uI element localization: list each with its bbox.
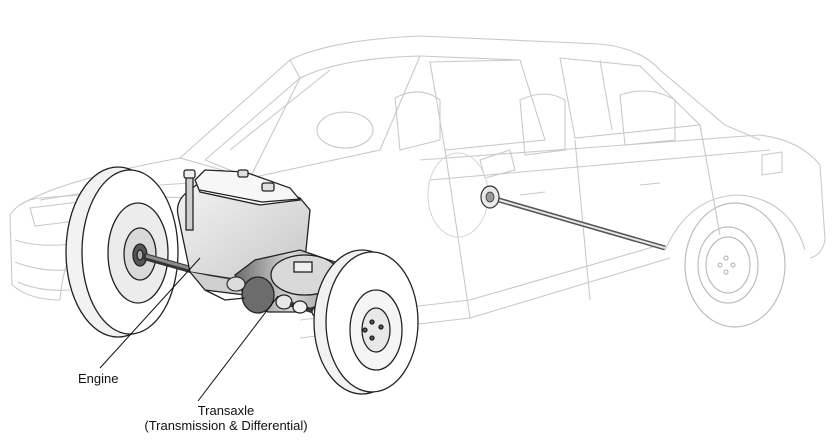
cv-joint-left xyxy=(226,276,246,292)
transaxle-label-title: Transaxle xyxy=(197,403,255,418)
front-left-wheel xyxy=(65,166,179,338)
transaxle-leader-line xyxy=(197,295,279,402)
leader-lines xyxy=(99,257,279,402)
front-right-wheel xyxy=(313,249,419,395)
transaxle-label-subtitle: (Transmission & Differential) xyxy=(144,418,308,433)
engine-label: Engine xyxy=(78,371,119,386)
transaxle-label: Transaxle (Transmission & Differential) xyxy=(108,403,344,433)
rear-axle xyxy=(427,152,666,251)
engine-leader-line xyxy=(99,257,201,369)
rear-wheel xyxy=(684,202,786,328)
